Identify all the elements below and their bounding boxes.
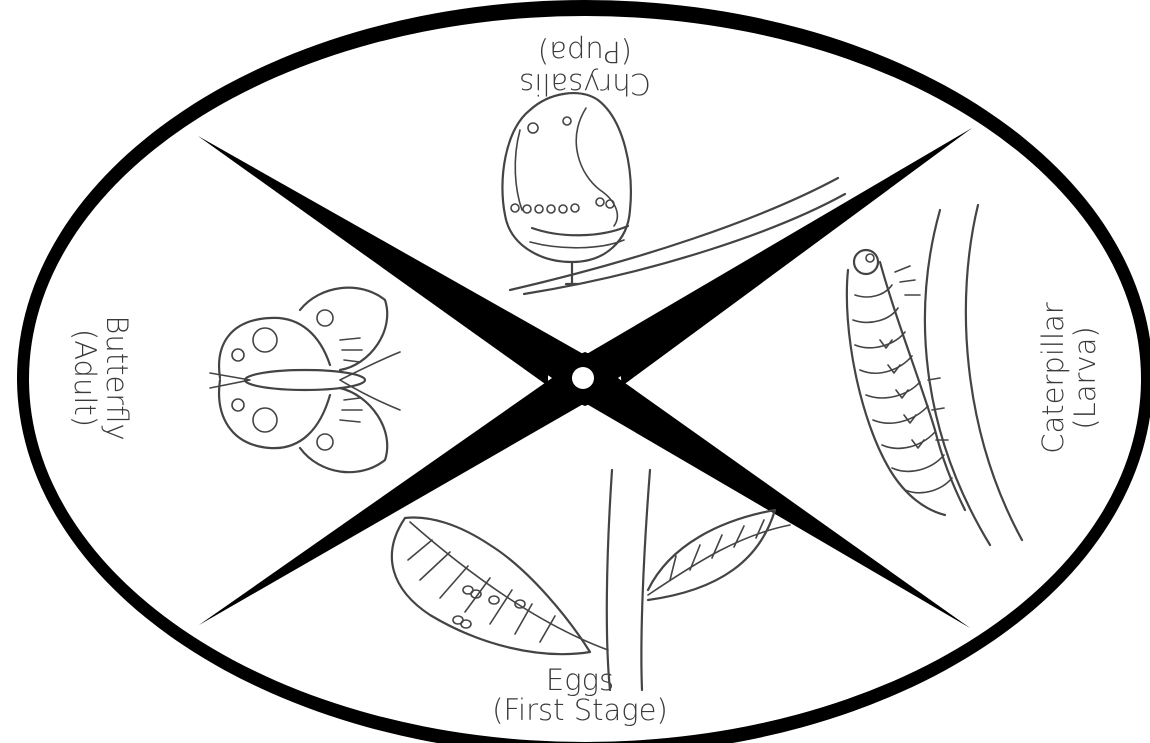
eggs-label-line2: (First Stage) [492,693,668,727]
eggs-label-line1: Eggs [546,663,614,697]
center-pivot[interactable] [572,367,594,389]
butterfly-label: Butterfly (Adult) [68,315,134,440]
caterpillar-label-line2: (Larva) [1068,326,1102,429]
butterfly-label-line1: Butterfly [100,315,134,440]
chrysalis-label: Chrysalis (Pupa) [519,35,651,101]
chrysalis-label-line2: (Pupa) [538,35,632,69]
chrysalis-label-line1: Chrysalis [519,67,651,101]
butterfly-label-line2: (Adult) [68,329,102,427]
caterpillar-label-line1: Caterpillar [1036,302,1070,454]
